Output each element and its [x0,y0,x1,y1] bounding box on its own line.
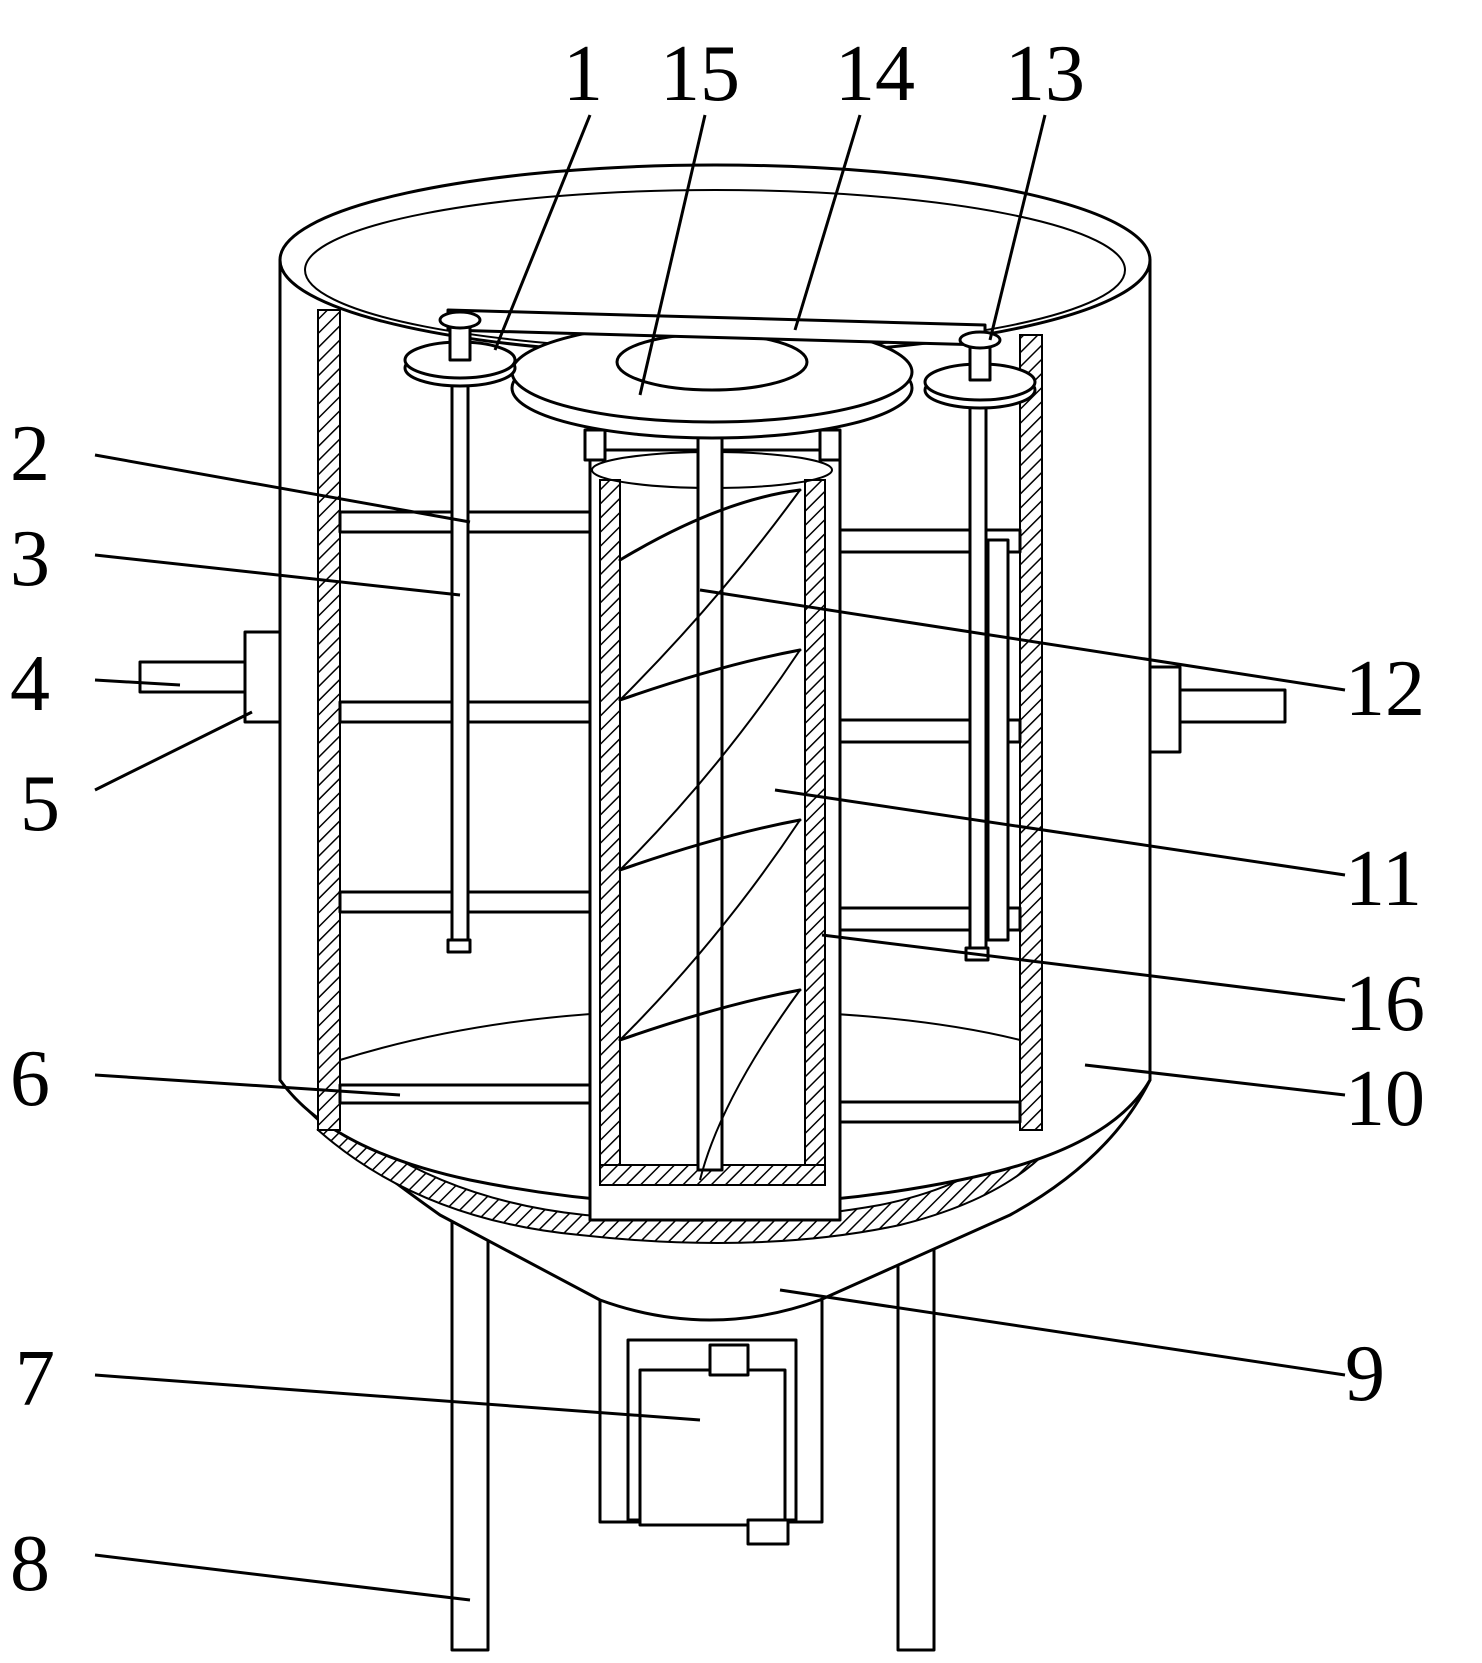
label-13: 13 [1005,30,1085,118]
top-ring [510,320,914,462]
label-3: 3 [10,515,50,603]
label-16: 16 [1345,960,1425,1048]
label-5: 5 [20,760,60,848]
label-4: 4 [10,640,50,728]
label-11: 11 [1345,835,1422,923]
label-2: 2 [10,410,50,498]
leader-lines [94,114,1346,1602]
label-7: 7 [15,1335,55,1423]
label-15: 15 [660,30,740,118]
vertical-shafts [446,358,1010,962]
left-inner-wall [317,309,341,1131]
label-1: 1 [563,30,603,118]
label-14: 14 [835,30,915,118]
label-8: 8 [10,1520,50,1608]
label-12: 12 [1345,645,1425,733]
support-legs [450,1178,936,1652]
right-inner-wall [1019,334,1043,1131]
side-pipes [138,630,1287,754]
label-10: 10 [1345,1055,1425,1143]
label-9: 9 [1345,1330,1385,1418]
belt-drive [403,308,1037,410]
motor-assembly [598,1298,824,1546]
screw-conveyor [618,338,802,1181]
label-6: 6 [10,1035,50,1123]
reference-numerals: 1 2 3 4 5 6 7 8 9 10 11 12 13 14 15 16 [10,30,1425,1608]
